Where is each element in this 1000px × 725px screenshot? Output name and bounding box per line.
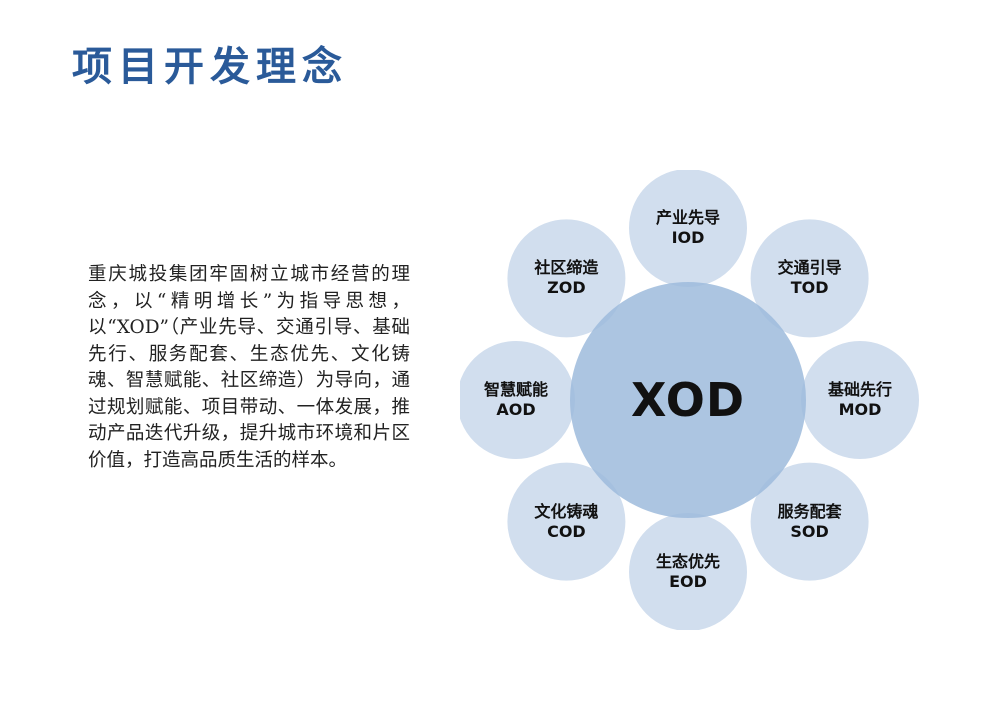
node-en-label: SOD <box>790 521 829 541</box>
page-title: 项目开发理念 <box>72 43 348 90</box>
node-en-label: COD <box>547 521 586 541</box>
node-cn-label: 产业先导 <box>655 208 720 227</box>
node-circle-tod <box>748 217 871 340</box>
center-circle <box>570 282 806 518</box>
node-cn-label: 社区缔造 <box>534 258 599 278</box>
node-en-label: ZOD <box>547 278 586 298</box>
node-en-label: AOD <box>496 400 536 419</box>
node-circle-sod <box>748 460 871 583</box>
node-cn-label: 交通引导 <box>777 258 842 278</box>
node-cn-label: 基础先行 <box>827 380 892 399</box>
node-cn-label: 智慧赋能 <box>483 380 548 399</box>
node-circle-cod <box>505 460 628 583</box>
node-en-label: TOD <box>790 278 829 298</box>
node-en-label: IOD <box>671 228 705 247</box>
xod-diagram-graphic <box>460 170 920 630</box>
node-cn-label: 生态优先 <box>655 552 720 571</box>
node-en-label: MOD <box>838 400 882 419</box>
node-circle-zod <box>505 217 628 340</box>
node-en-label: EOD <box>669 572 707 591</box>
center-label: XOD <box>630 373 746 427</box>
node-cn-label: 服务配套 <box>777 501 842 521</box>
node-cn-label: 文化铸魂 <box>534 501 599 521</box>
description-text: 重庆城投集团牢固树立城市经营的理念，以“精明增长”为指导思想，以“XOD”（产业… <box>88 264 410 471</box>
